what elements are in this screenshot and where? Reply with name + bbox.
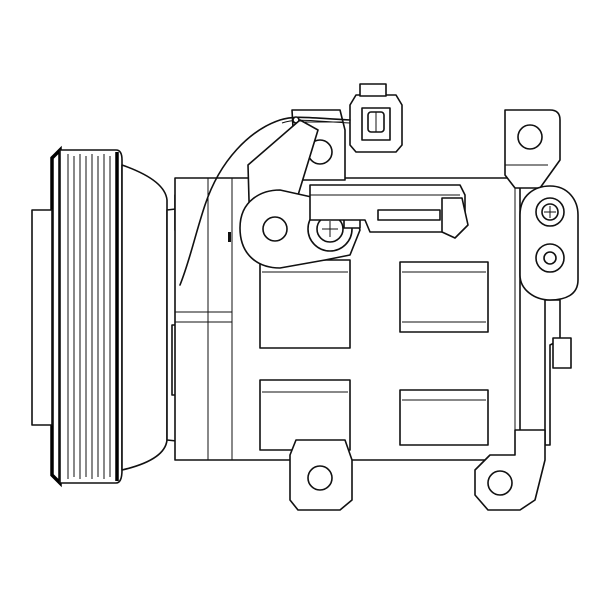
port-bolt: [322, 221, 338, 237]
pulley: [31, 145, 168, 488]
body-pad-lower-left: [259, 379, 351, 451]
electrical-connector: [349, 83, 403, 153]
right-mounting-ear: [504, 109, 561, 189]
body-pad-upper-right: [399, 261, 489, 333]
side-bracket: [544, 299, 561, 446]
pulley-outer-rim: [50, 145, 62, 488]
pulley-hub: [121, 164, 168, 471]
pulley-face: [59, 149, 123, 484]
body-pad-lower-right: [399, 389, 489, 446]
pulley-grooves: [67, 154, 111, 479]
pulley-shaft-boss: [31, 209, 53, 426]
bottom-mounting-ear: [289, 439, 353, 511]
right-bottom-mounting-ear: [474, 429, 546, 511]
pipe-port-right: [519, 185, 579, 301]
detail-mark: [228, 232, 231, 242]
manifold-block: [309, 184, 469, 239]
body-pad-upper-left: [259, 259, 351, 349]
side-clip: [552, 337, 572, 369]
